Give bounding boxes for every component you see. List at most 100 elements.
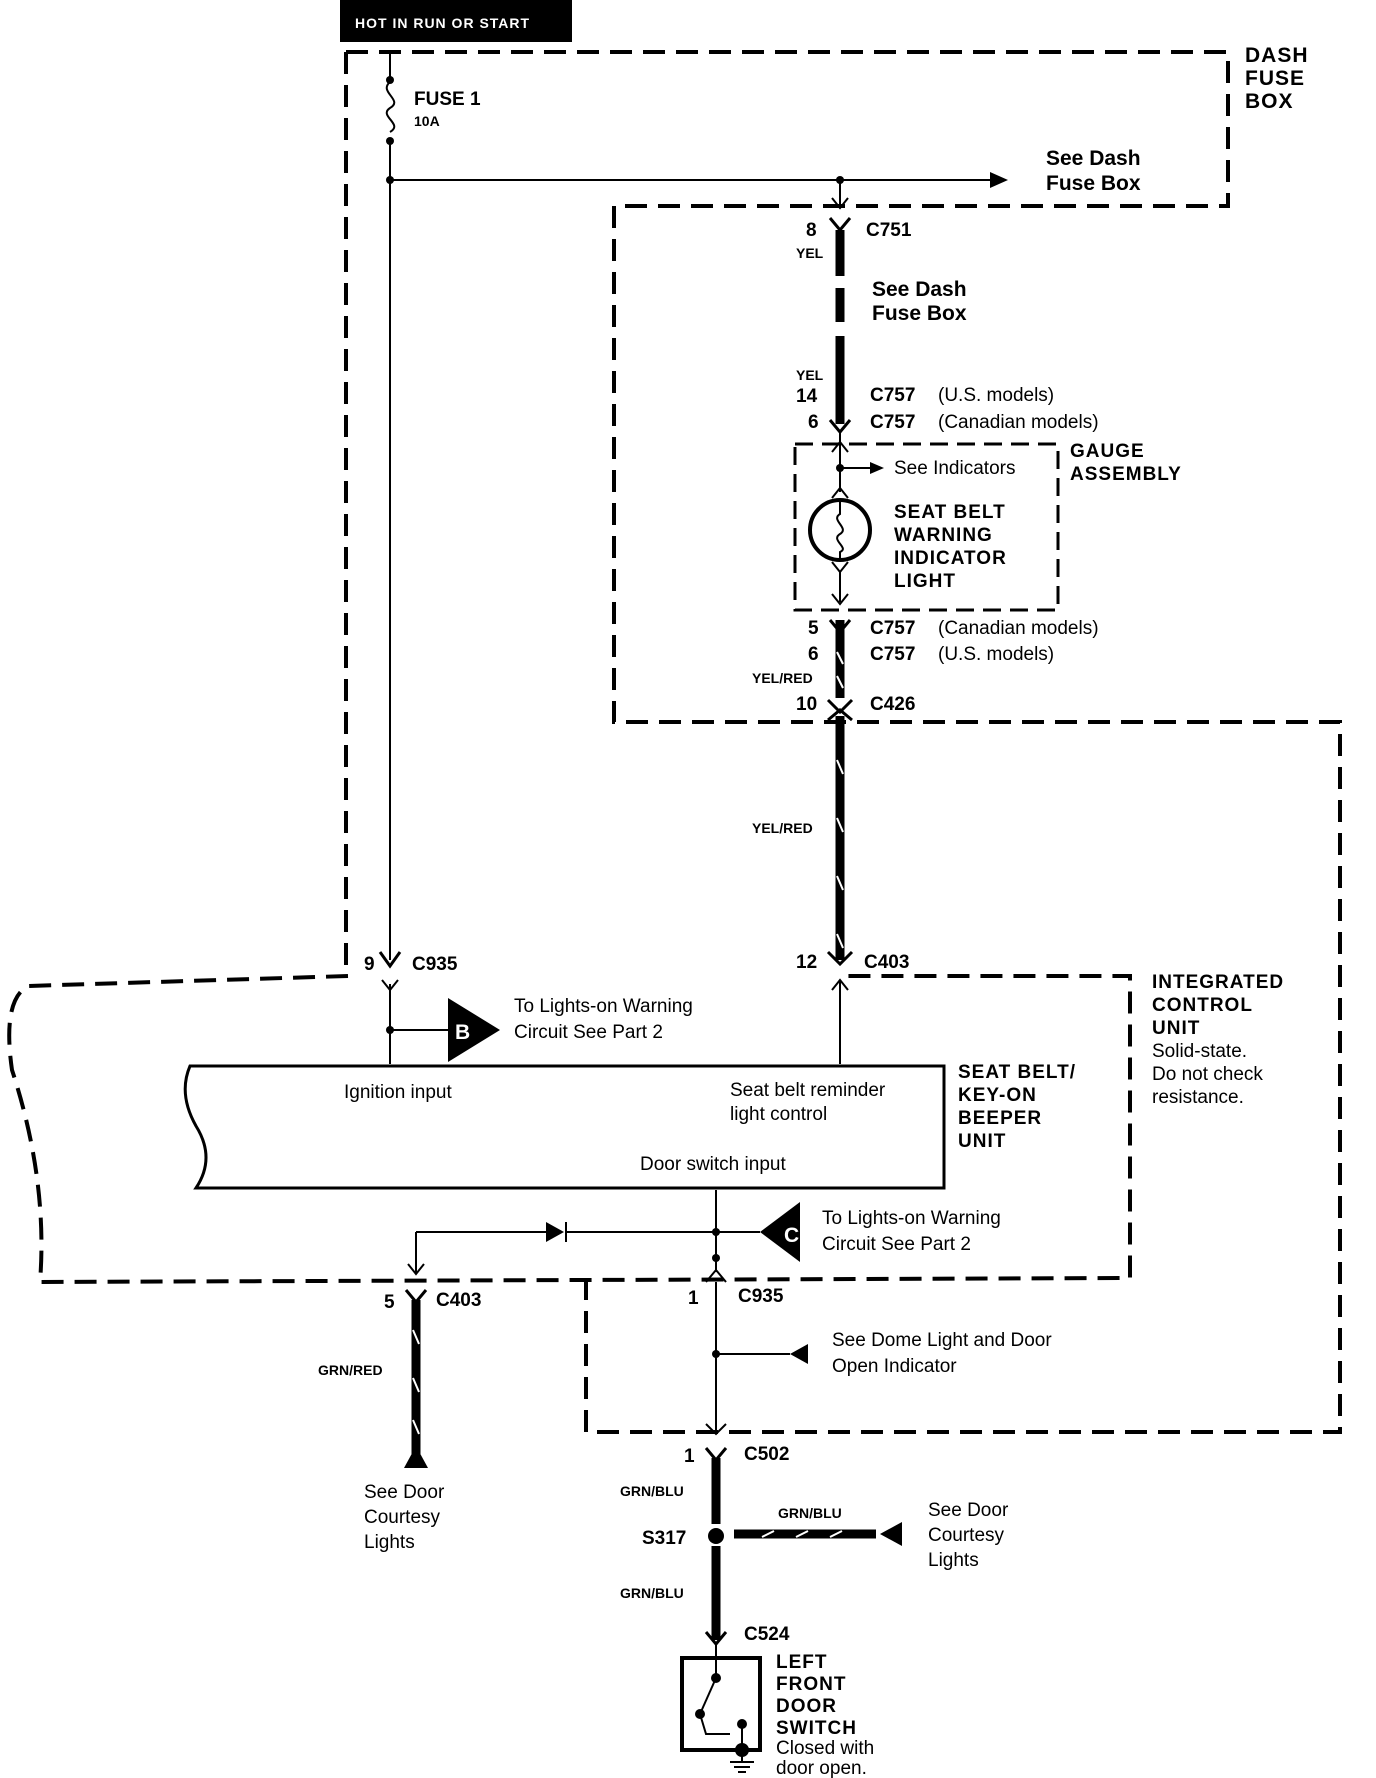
wire-break-note-line2: Fuse Box bbox=[872, 302, 967, 325]
c751-connector bbox=[828, 217, 852, 233]
ref-b-line2: Circuit See Part 2 bbox=[514, 1022, 663, 1043]
c757-bottom-note-us: (U.S. models) bbox=[938, 644, 1054, 665]
icu-note-line1: Solid-state. bbox=[1152, 1041, 1247, 1062]
beeper-title-line4: UNIT bbox=[958, 1131, 1006, 1152]
see-indicators-ref: See Indicators bbox=[894, 458, 1015, 479]
bulb-label-line4: LIGHT bbox=[894, 571, 956, 592]
c935-bottom-pin: 1 bbox=[688, 1288, 699, 1309]
bulb-label-line2: WARNING bbox=[894, 525, 993, 546]
door-switch-input-label: Door switch input bbox=[640, 1154, 786, 1175]
c502-pin: 1 bbox=[684, 1446, 695, 1467]
c757-top-note-ca: (Canadian models) bbox=[938, 412, 1099, 433]
power-source-label: HOT IN RUN OR START bbox=[355, 15, 530, 31]
ref-c-line1: To Lights-on Warning bbox=[822, 1208, 1001, 1229]
door-switch-note-line2: door open. bbox=[776, 1758, 867, 1778]
c403-top-connector bbox=[826, 950, 854, 967]
fuse-name: FUSE 1 bbox=[414, 89, 481, 110]
s317-wire-color-below: GRN/BLU bbox=[620, 1585, 684, 1601]
lights-on-warning-ref-b bbox=[386, 998, 500, 1062]
c757-top-pin-us: 14 bbox=[796, 386, 818, 407]
c751-wire-color: YEL bbox=[796, 245, 824, 261]
c757-top-name-ca: C757 bbox=[870, 412, 915, 433]
icu-note-line2: Do not check bbox=[1152, 1064, 1263, 1085]
c935-top-pin: 9 bbox=[364, 954, 375, 975]
c403-top-pin: 12 bbox=[796, 952, 817, 973]
ref-b-line1: To Lights-on Warning bbox=[514, 996, 693, 1017]
c757-top-name-us: C757 bbox=[870, 385, 915, 406]
icu-title-line2: CONTROL bbox=[1152, 995, 1253, 1016]
ref-c-letter: C bbox=[784, 1224, 799, 1247]
icu-title-line1: INTEGRATED bbox=[1152, 972, 1284, 993]
dome-ref-line2: Open Indicator bbox=[832, 1356, 957, 1377]
courtesy-left-line2: Courtesy bbox=[364, 1507, 441, 1528]
c403-bottom-wire-color: GRN/RED bbox=[318, 1362, 383, 1378]
courtesy-left-line1: See Door bbox=[364, 1482, 445, 1503]
courtesy-right-line3: Lights bbox=[928, 1550, 979, 1571]
c524-name: C524 bbox=[744, 1624, 790, 1645]
c502-wire-color: GRN/BLU bbox=[620, 1483, 684, 1499]
s317-splice bbox=[708, 1528, 724, 1544]
s317-branch-color: GRN/BLU bbox=[778, 1505, 842, 1521]
dome-ref-line1: See Dome Light and Door bbox=[832, 1330, 1052, 1351]
c757-bottom-note-ca: (Canadian models) bbox=[938, 618, 1099, 639]
ignition-input-label: Ignition input bbox=[344, 1082, 452, 1103]
c757-bottom-pin-ca: 5 bbox=[808, 618, 819, 639]
ground-icon bbox=[730, 1761, 754, 1773]
door-switch-title-line3: DOOR bbox=[776, 1696, 837, 1717]
c426-name: C426 bbox=[870, 694, 915, 715]
c757-bottom-name-ca: C757 bbox=[870, 618, 915, 639]
courtesy-right-line2: Courtesy bbox=[928, 1525, 1005, 1546]
c757-bottom-pin-us: 6 bbox=[808, 644, 819, 665]
gauge-assembly bbox=[808, 432, 884, 606]
dash-fuse-box-ref-line1: See Dash bbox=[1046, 147, 1141, 170]
c403-bottom-pin: 5 bbox=[384, 1292, 395, 1313]
c502-name: C502 bbox=[744, 1444, 789, 1465]
dash-fuse-box-title-line1: DASH bbox=[1245, 44, 1309, 67]
c751-name: C751 bbox=[866, 220, 912, 241]
door-switch-note-line1: Closed with bbox=[776, 1738, 874, 1759]
c426-pin: 10 bbox=[796, 694, 817, 715]
reminder-label-line1: Seat belt reminder bbox=[730, 1080, 886, 1101]
c935-top-name: C935 bbox=[412, 954, 458, 975]
courtesy-right-arrow bbox=[880, 1522, 902, 1546]
bulb-label-line1: SEAT BELT bbox=[894, 502, 1006, 523]
mid-wire-color: YEL/RED bbox=[752, 820, 813, 836]
ref-b-letter: B bbox=[455, 1021, 470, 1044]
gauge-assembly-boundary bbox=[793, 442, 1060, 612]
c403-top-name: C403 bbox=[864, 952, 909, 973]
c426-connector bbox=[826, 698, 854, 722]
beeper-unit-box bbox=[183, 1064, 946, 1190]
c751-pin: 8 bbox=[806, 220, 817, 241]
c757-top-pin-ca: 6 bbox=[808, 412, 819, 433]
power-source-box bbox=[340, 0, 572, 42]
door-switch-title-line2: FRONT bbox=[776, 1674, 846, 1695]
wire-break-note-line1: See Dash bbox=[872, 278, 967, 301]
dash-fuse-box-title-line3: BOX bbox=[1245, 90, 1294, 113]
fuse-1 bbox=[385, 52, 396, 960]
ref-c-line2: Circuit See Part 2 bbox=[822, 1234, 971, 1255]
fuse-box-feed-branch bbox=[386, 172, 1008, 210]
bulb-label-line3: INDICATOR bbox=[894, 548, 1007, 569]
reminder-label-line2: light control bbox=[730, 1104, 827, 1125]
dash-fuse-box-title-line2: FUSE bbox=[1245, 67, 1305, 90]
c757-top-note-us: (U.S. models) bbox=[938, 385, 1054, 406]
door-switch-title-line1: LEFT bbox=[776, 1652, 828, 1673]
diode-icon bbox=[546, 1222, 564, 1242]
beeper-title-line1: SEAT BELT/ bbox=[958, 1062, 1076, 1083]
c757-top-wire-color: YEL bbox=[796, 367, 824, 383]
dome-ref-arrow bbox=[790, 1344, 808, 1364]
beeper-title-line3: BEEPER bbox=[958, 1108, 1042, 1129]
dash-fuse-box-ref-line2: Fuse Box bbox=[1046, 172, 1141, 195]
c935-bottom-connector bbox=[705, 1268, 727, 1283]
icu-title-line3: UNIT bbox=[1152, 1018, 1200, 1039]
left-front-door-switch bbox=[680, 1644, 762, 1773]
gauge-title-line1: GAUGE bbox=[1070, 441, 1145, 462]
fuse-rating: 10A bbox=[414, 113, 440, 129]
integrated-control-unit-boundary bbox=[7, 974, 1132, 1285]
icu-note-line3: resistance. bbox=[1152, 1087, 1244, 1108]
c403-bottom-name: C403 bbox=[436, 1290, 481, 1311]
door-switch-input-network bbox=[407, 1190, 800, 1276]
dash-fuse-box-boundary bbox=[344, 50, 1342, 1434]
c935-top-connector bbox=[378, 951, 402, 969]
